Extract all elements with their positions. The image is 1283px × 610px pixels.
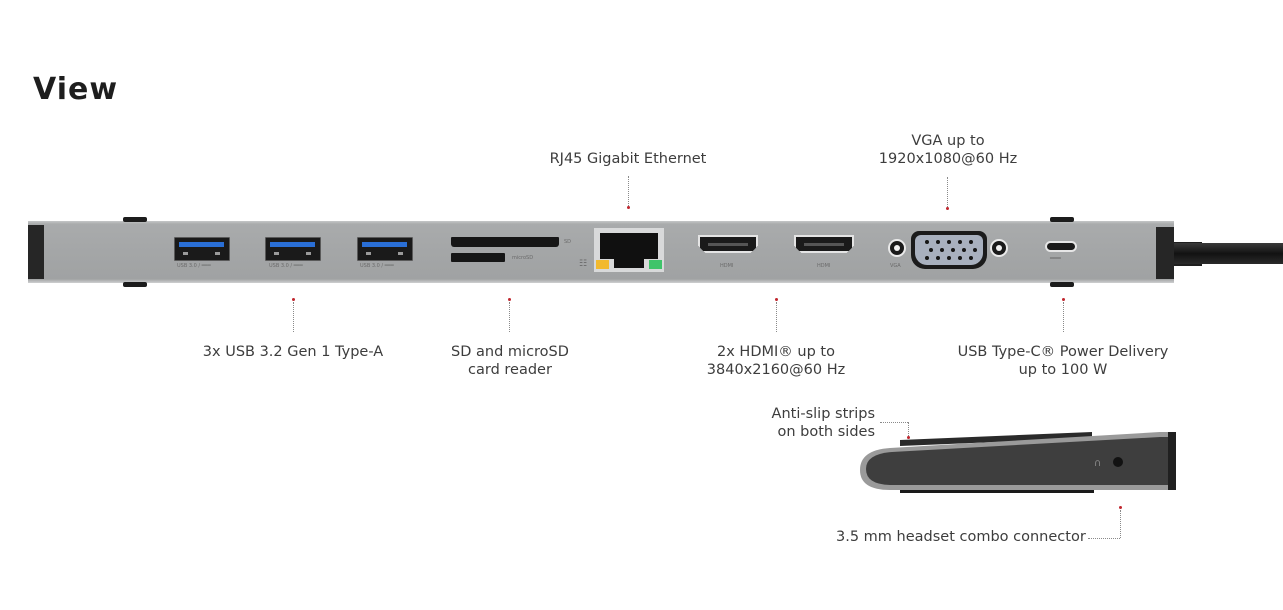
callout-usb-c-pd-line-2: up to 100 W (1018, 362, 1108, 378)
callout-headset: 3.5 mm headset combo connector (836, 528, 1086, 546)
vga-screw-icon (990, 239, 1008, 257)
callout-headset-leader-v (1120, 510, 1121, 538)
anti-slip-foot (123, 217, 147, 222)
vga-pin (958, 256, 962, 260)
vga-pin (973, 248, 977, 252)
callout-anti-slip-line-2: on both sides (777, 424, 876, 440)
sd-slot-label: SD (564, 239, 572, 245)
vga-pin (940, 248, 944, 252)
callout-anti-slip-leader-v (908, 422, 909, 436)
headset-icon: ∩ (1094, 458, 1101, 469)
vga-pin (969, 256, 973, 260)
usb-c-port-icon (1045, 241, 1077, 252)
vga-port-label: VGA (890, 263, 901, 269)
anti-slip-strip-top (900, 432, 1092, 446)
callout-usb-c-pd: USB Type-C® Power Delivery up to 100 W (948, 343, 1178, 379)
callout-vga-line-1: VGA up to (911, 133, 985, 149)
callout-rj45-leader (628, 176, 629, 206)
callout-hdmi: 2x HDMI® up to 3840x2160@60 Hz (686, 343, 866, 379)
callout-usb-a-dot (292, 298, 295, 301)
microsd-slot-label: microSD (512, 255, 534, 261)
vga-pin (962, 248, 966, 252)
sd-slot-icon (451, 237, 559, 247)
callout-usb-a: 3x USB 3.2 Gen 1 Type-A (183, 343, 403, 361)
vga-pin (947, 256, 951, 260)
link-led-icon (596, 260, 609, 269)
activity-led-icon (649, 260, 662, 269)
hub-left-endcap (28, 225, 44, 279)
lan-icon: ☷ (579, 259, 588, 269)
callout-vga-leader (947, 177, 948, 207)
headset-jack-icon (1113, 457, 1123, 467)
vga-pin (958, 240, 962, 244)
vga-pin (947, 240, 951, 244)
usb-a-port-icon (265, 237, 321, 261)
callout-rj45-dot (627, 206, 630, 209)
hdmi-port-label: HDMI (817, 263, 831, 269)
microsd-slot-icon (451, 253, 505, 262)
vga-port-icon (911, 231, 987, 269)
vga-pin (936, 256, 940, 260)
callout-hdmi-dot (775, 298, 778, 301)
callout-card-reader-leader (509, 302, 510, 332)
callout-rj45-line-1: RJ45 Gigabit Ethernet (549, 151, 707, 167)
vga-pin (936, 240, 940, 244)
hdmi-port-label: HDMI (720, 263, 734, 269)
callout-vga-line-2: 1920x1080@60 Hz (878, 151, 1018, 167)
vga-pin (925, 240, 929, 244)
usb-a-port-label: USB 3.0 / ═══ (177, 263, 211, 269)
hub-right-endcap (1156, 227, 1174, 279)
side-body-face (866, 437, 1168, 485)
callout-rj45: RJ45 Gigabit Ethernet (548, 150, 708, 168)
callout-vga: VGA up to 1920x1080@60 Hz (868, 132, 1028, 168)
usb-a-port-label: USB 3.0 / ═══ (269, 263, 303, 269)
anti-slip-foot (1050, 282, 1074, 287)
usb-a-port-icon (174, 237, 230, 261)
callout-card-reader-line-2: card reader (468, 362, 552, 378)
callout-usb-a-line-1: 3x USB 3.2 Gen 1 Type-A (202, 344, 384, 360)
usb-a-port-icon (357, 237, 413, 261)
callout-vga-dot (946, 207, 949, 210)
vga-pin (929, 248, 933, 252)
vga-pin (951, 248, 955, 252)
callout-anti-slip: Anti-slip strips on both sides (765, 405, 875, 441)
usb-c-cable (1174, 243, 1283, 264)
vga-pin (925, 256, 929, 260)
side-endcap (1168, 432, 1176, 490)
callout-hdmi-line-1: 2x HDMI® up to (717, 344, 835, 360)
callout-usb-c-dot (1062, 298, 1065, 301)
callout-hdmi-line-2: 3840x2160@60 Hz (706, 362, 846, 378)
callout-headset-dot (1119, 506, 1122, 509)
page-title: View (33, 72, 119, 107)
anti-slip-foot (123, 282, 147, 287)
anti-slip-strip-bottom (900, 488, 1094, 493)
ethernet-port-icon (594, 228, 664, 272)
hdmi-port-icon (698, 235, 758, 253)
hub-side-view: ∩ (860, 432, 1176, 493)
vga-pin (969, 240, 973, 244)
hdmi-port-icon (794, 235, 854, 253)
callout-card-reader: SD and microSD card reader (430, 343, 590, 379)
vga-screw-icon (888, 239, 906, 257)
anti-slip-foot (1050, 217, 1074, 222)
callout-headset-line-1: 3.5 mm headset combo connector (836, 529, 1086, 545)
callout-hdmi-leader (776, 302, 777, 332)
callout-anti-slip-leader-h (880, 422, 908, 423)
usb-c-pd-symbol: ═══ (1050, 255, 1061, 262)
callout-usb-c-leader (1063, 302, 1064, 332)
hub-top-view: USB 3.0 / ═══ USB 3.0 / ═══ USB 3.0 / ══… (28, 217, 1174, 287)
callout-usb-a-leader (293, 302, 294, 332)
callout-anti-slip-dot (907, 436, 910, 439)
callout-usb-c-pd-line-1: USB Type-C® Power Delivery (957, 344, 1169, 360)
callout-anti-slip-line-1: Anti-slip strips (771, 406, 875, 422)
usb-a-port-label: USB 3.0 / ═══ (360, 263, 394, 269)
callout-card-reader-dot (508, 298, 511, 301)
callout-card-reader-line-1: SD and microSD (451, 344, 569, 360)
callout-headset-leader-h (1088, 538, 1120, 539)
